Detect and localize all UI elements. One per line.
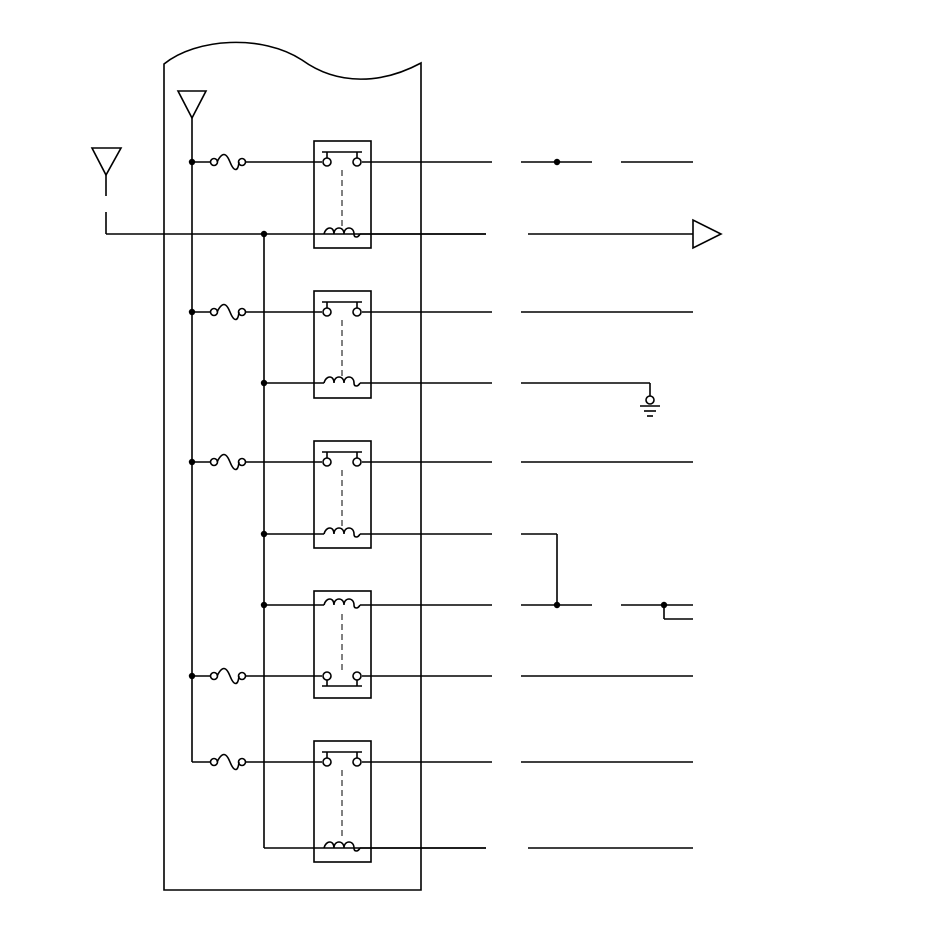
power-input-triangle-icon <box>176 90 208 762</box>
fuse-icon <box>209 153 247 171</box>
fuse-icon <box>209 453 247 471</box>
ground-icon <box>640 395 660 417</box>
fuse-icon <box>209 753 247 771</box>
relay-4 <box>313 590 372 699</box>
fuse-icon <box>209 667 247 685</box>
relay-coil-icon <box>323 841 361 852</box>
relay-1 <box>313 140 372 249</box>
relay-coil-icon <box>323 598 361 609</box>
relay-coil-icon <box>323 527 361 538</box>
relay-switch-icon <box>322 451 362 467</box>
relay-switch-icon <box>322 151 362 167</box>
relay-2 <box>313 290 372 399</box>
relay-5 <box>313 740 372 863</box>
relay-coil-icon <box>323 227 361 238</box>
source-triangle-icon <box>90 147 486 235</box>
junction-dots <box>188 158 668 680</box>
component-housing <box>163 41 422 891</box>
relay-coil-icon <box>323 376 361 387</box>
output-arrow-icon <box>692 218 723 250</box>
relay-switch-icon <box>322 301 362 317</box>
relay-switch-icon <box>322 671 362 687</box>
relay-3 <box>313 440 372 549</box>
fuse-icon <box>209 303 247 321</box>
relay-switch-icon <box>322 751 362 767</box>
